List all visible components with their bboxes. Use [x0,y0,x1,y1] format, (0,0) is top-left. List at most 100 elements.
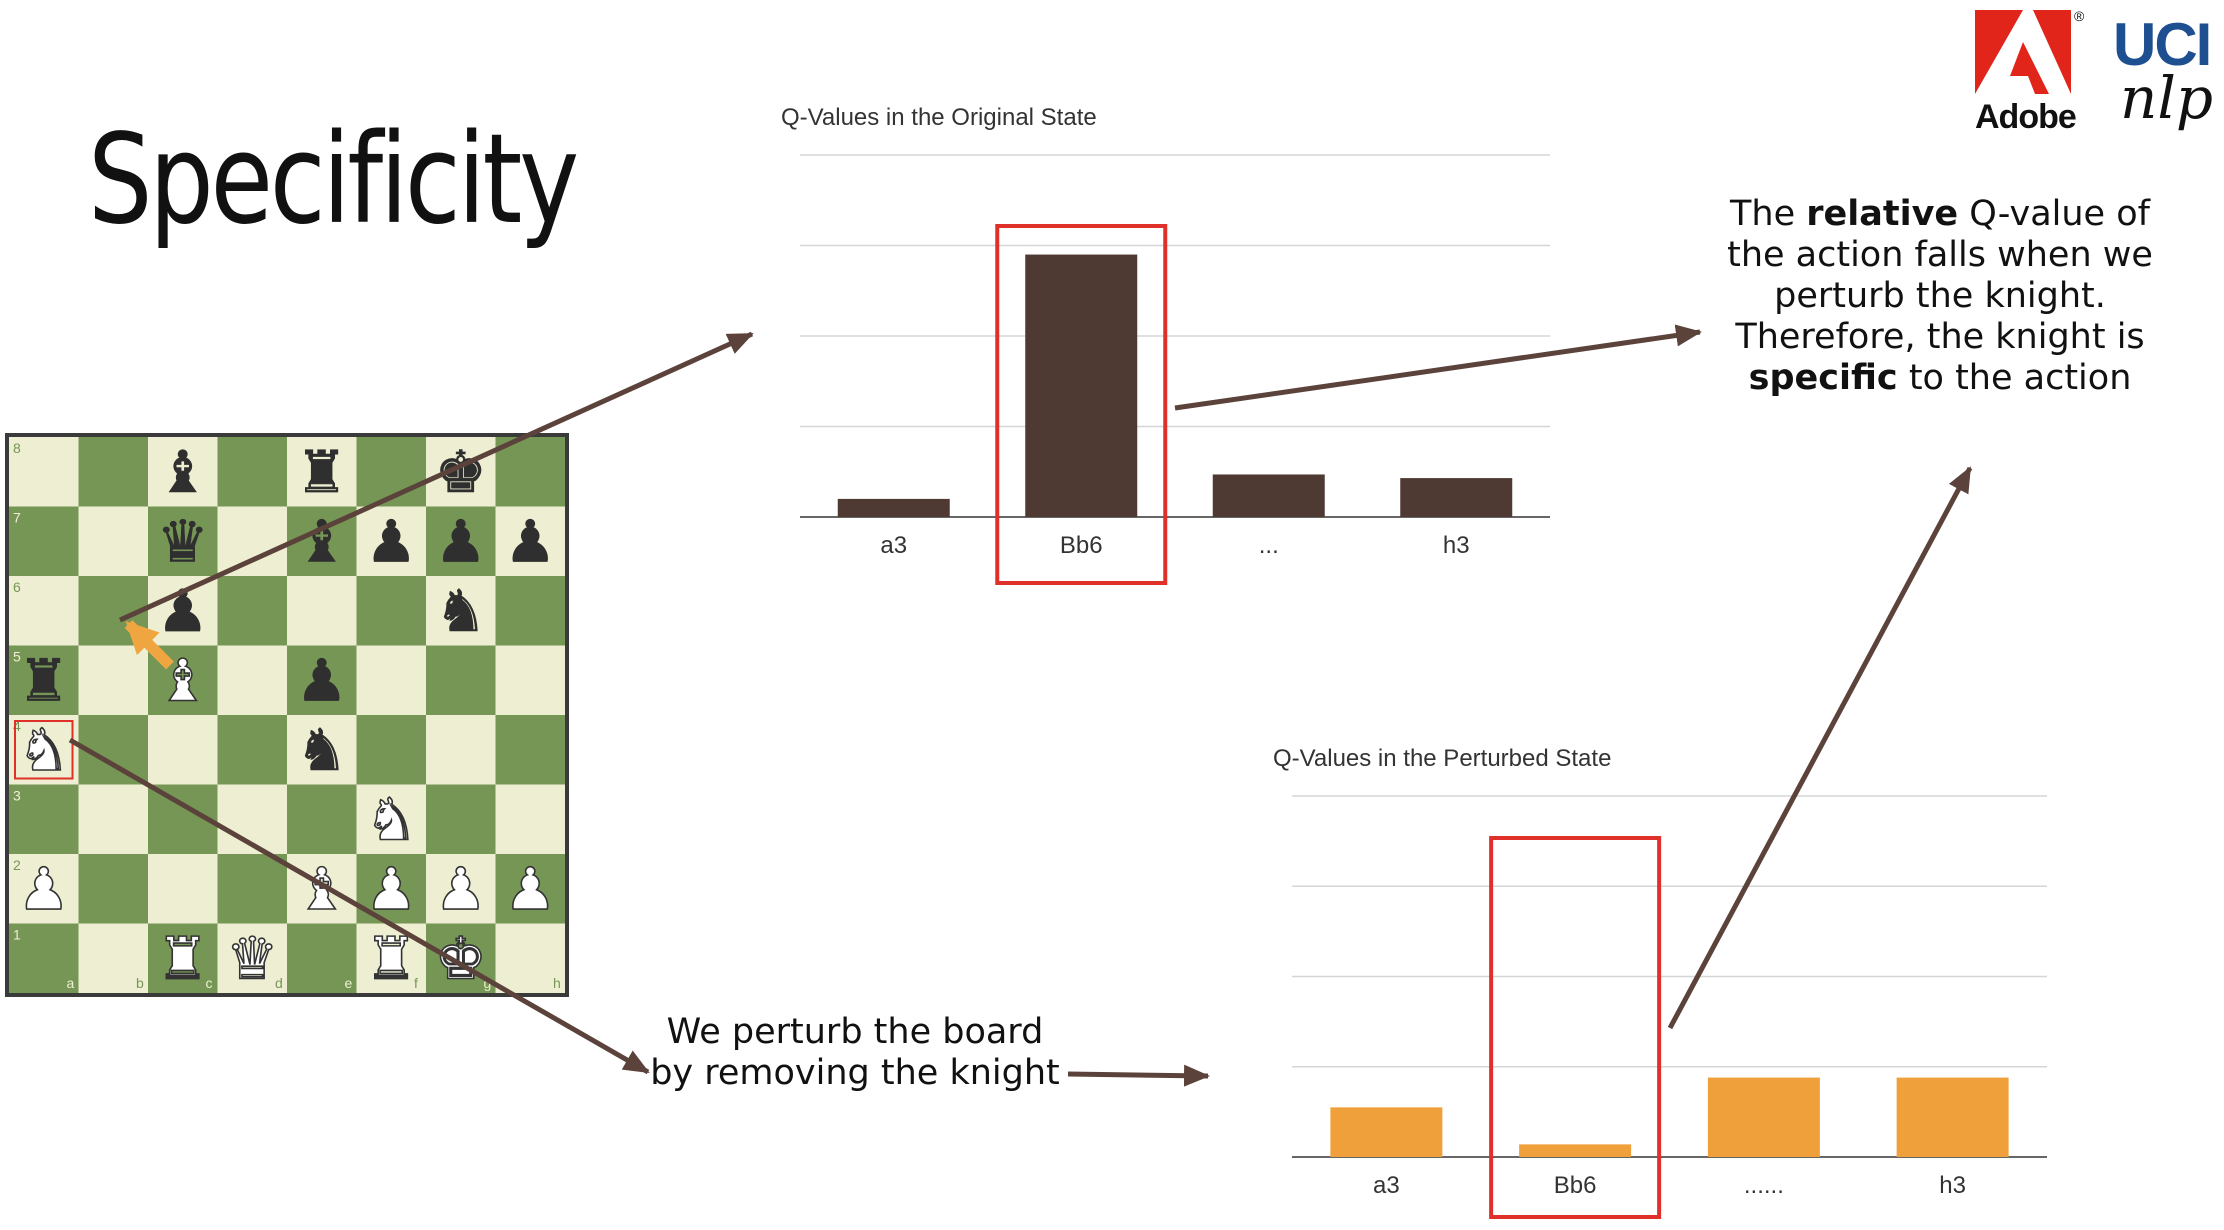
x-tick-label: ...... [1744,1172,1784,1199]
board-square-d5 [217,645,287,715]
board-square-f5 [356,645,426,715]
board-square-e2 [287,854,357,924]
board-square-b2 [78,854,148,924]
registered-mark: ® [2074,8,2085,24]
board-square-f3 [356,784,426,854]
file-label: g [484,975,492,991]
adobe-mark-center [2010,42,2049,94]
x-tick-label: h3 [1443,532,1470,559]
bar-2 [1212,474,1325,517]
rank-label: 3 [13,788,21,804]
board-square-b3 [78,784,148,854]
board-square-g5 [426,645,496,715]
adobe-wordmark: Adobe [1975,98,2077,136]
chess-piece-h2: ♟ [504,855,556,923]
board-square-f4 [356,715,426,785]
rank-label: 8 [13,440,21,456]
board-square-h5 [495,645,565,715]
chess-piece-c1: ♜ [157,924,209,992]
board-square-d8 [217,437,287,507]
nlp-wordmark: nlp [2120,64,2214,132]
adobe-mark-right [2033,10,2071,94]
rank-label: 1 [13,927,21,943]
board-square-h2 [495,854,565,924]
chess-piece-e8: ♜ [296,438,348,506]
chess-piece-g6: ♞ [435,577,487,645]
board-square-d7 [217,506,287,576]
chess-piece-c7: ♛ [157,507,209,575]
chess-piece-e7: ♝ [296,507,348,575]
bar-0 [837,498,950,517]
highlight-box [1489,836,1662,1219]
file-label: a [67,975,75,991]
bar-2 [1707,1077,1820,1157]
board-square-b1 [78,923,148,993]
board-square-a5 [9,645,79,715]
chess-piece-c8: ♝ [157,438,209,506]
bar-3 [1896,1077,2009,1157]
chess-piece-d1: ♛ [226,924,278,992]
board-square-h4 [495,715,565,785]
chess-piece-h7: ♟ [504,507,556,575]
chess-piece-g2: ♟ [435,855,487,923]
board-square-a7 [9,506,79,576]
x-tick-label: a3 [1373,1172,1400,1199]
bar-1 [1025,254,1138,518]
board-square-b7 [78,506,148,576]
slide-title: Specificity [88,108,579,252]
board-square-g1 [426,923,496,993]
board-square-d2 [217,854,287,924]
board-square-e6 [287,576,357,646]
board-square-g8 [426,437,496,507]
chess-piece-e5: ♟ [296,646,348,714]
board-square-a3 [9,784,79,854]
chess-piece-a5: ♜ [18,646,70,714]
board-square-h3 [495,784,565,854]
board-square-g3 [426,784,496,854]
specificity-explanation: The relative Q-value of the action falls… [1727,194,2153,398]
chart-perturbed-title: Q-Values in the Perturbed State [1273,745,1612,772]
board-square-a1 [9,923,79,993]
chart-original-title: Q-Values in the Original State [781,104,1097,131]
chess-piece-e4: ♞ [296,716,348,784]
file-label: e [345,975,353,991]
file-label: d [275,975,283,991]
arrow-board-to-original-chart [118,331,754,623]
chess-piece-f7: ♟ [365,507,417,575]
board-square-e5 [287,645,357,715]
x-tick-label: a3 [880,532,907,559]
board-square-g7 [426,506,496,576]
chess-piece-e2: ♝ [296,855,348,923]
board-square-b5 [78,645,148,715]
board-square-f7 [356,506,426,576]
board-square-c4 [148,715,218,785]
chess-piece-f3: ♞ [365,785,417,853]
adobe-logo [1975,10,2071,94]
file-label: f [414,975,418,991]
bar-0 [1330,1107,1443,1157]
board-square-d4 [217,715,287,785]
board-square-h7 [495,506,565,576]
board-square-a8 [9,437,79,507]
rank-label: 2 [13,857,21,873]
x-tick-label: Bb6 [1060,532,1103,559]
x-tick-label: h3 [1939,1172,1966,1199]
file-label: c [206,975,213,991]
board-square-d1 [217,923,287,993]
highlight-box [995,224,1168,585]
uci-wordmark: UCI [2113,11,2212,78]
perturbed-piece-highlight [14,720,74,780]
chess-piece-g1: ♚ [435,924,487,992]
rank-label: 7 [13,510,21,526]
board-square-g6 [426,576,496,646]
board-square-b8 [78,437,148,507]
board-square-e3 [287,784,357,854]
board-square-g4 [426,715,496,785]
board-square-a2 [9,854,79,924]
arrow-note-to-perturbed-chart [1067,1064,1210,1087]
file-label: b [136,975,144,991]
rank-label: 6 [13,579,21,595]
chess-piece-c6: ♟ [157,577,209,645]
